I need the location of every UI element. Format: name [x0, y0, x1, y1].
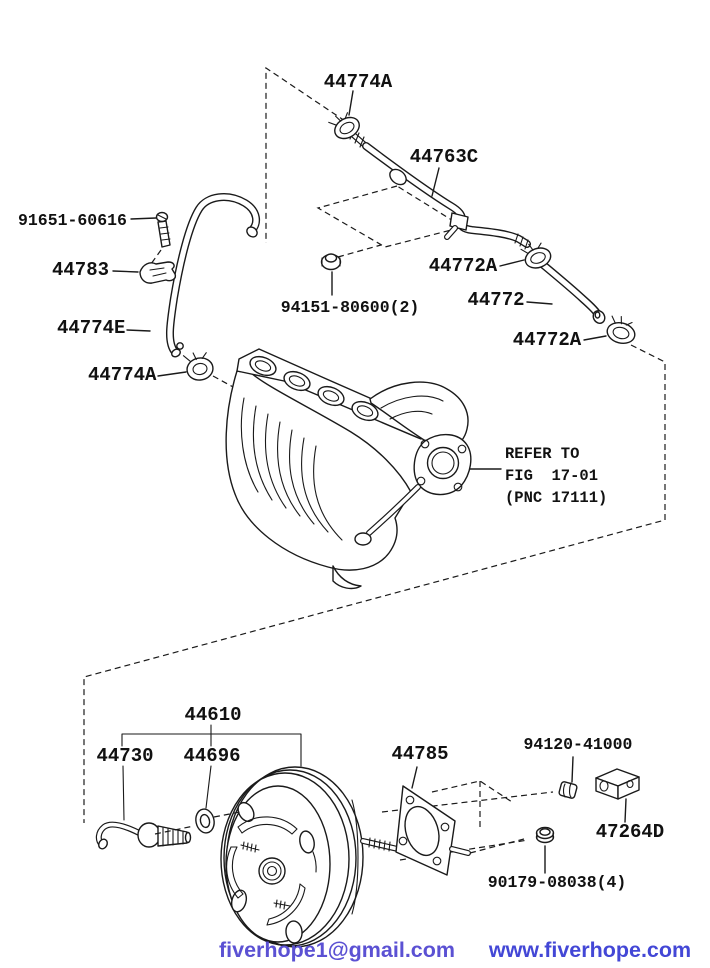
label-union-bolt: 91651-60616 — [18, 211, 127, 230]
pipe-clamp-44783-drawing — [112, 261, 177, 284]
label-manifold-clamp: 44774A — [88, 364, 157, 386]
booster-assembly-bracket — [121, 724, 302, 821]
leader-44774a-manifold — [157, 371, 187, 377]
label-hose-clamp-b: 44772A — [513, 329, 582, 351]
label-grommet: 44696 — [183, 745, 240, 767]
booster-face-holes — [230, 801, 315, 944]
booster-hub — [258, 857, 286, 885]
label-clamp-block: 47264D — [596, 821, 664, 843]
label-hose-e: 44774E — [57, 317, 125, 339]
label-clamp-upper: 44774A — [324, 71, 393, 93]
label-hose: 44772 — [467, 289, 524, 311]
refer-note-line3: (PNC 17111) — [505, 489, 607, 507]
booster-nut-drawing — [535, 826, 555, 874]
leader-44774a-top — [348, 90, 354, 116]
push-rod-tip — [449, 838, 525, 856]
clamp-44772a-lower — [606, 315, 636, 345]
clamp-block-drawing — [595, 768, 640, 823]
leader-44772a-upper — [499, 259, 525, 267]
check-valve-drawing — [95, 821, 192, 850]
union-bolt-drawing — [130, 211, 171, 248]
brake-booster-drawing — [220, 766, 364, 948]
refer-note-line1: REFER TO — [505, 445, 579, 463]
leader-44772a-lower — [583, 335, 607, 341]
footer-website-link[interactable]: www.fiverhope.com — [488, 938, 691, 962]
label-booster-assembly: 44610 — [184, 704, 241, 726]
label-check-valve: 44730 — [96, 745, 153, 767]
clamp-44774a-top — [328, 112, 360, 140]
refer-note-line2: FIG 17-01 — [505, 467, 598, 485]
gasket-drawing — [395, 766, 456, 876]
clamp-44774a-manifold — [182, 352, 214, 381]
label-union-nut: 94151-80600(2) — [281, 298, 420, 317]
union-nut-drawing — [320, 253, 342, 296]
label-pipe-clamp: 44783 — [52, 259, 109, 281]
label-hose-clamp-a: 44772A — [429, 255, 498, 277]
label-gasket: 44785 — [391, 743, 448, 765]
manifold-runner-ribs — [240, 397, 343, 541]
dashed-connector-lines — [83, 66, 666, 823]
hose-44772-drawing — [526, 259, 606, 324]
hose-44774e-drawing — [126, 193, 261, 358]
throttle-flange — [413, 434, 472, 496]
footer-email-link[interactable]: fiverhope1@gmail.com — [219, 938, 455, 962]
label-booster-nut: 90179-08038(4) — [488, 873, 627, 892]
booster-studs — [240, 841, 291, 910]
manifold-ports — [249, 355, 379, 422]
grommet-drawing — [154, 808, 241, 835]
intake-manifold-drawing — [225, 348, 502, 590]
label-pipe: 44763C — [410, 146, 478, 168]
label-spacer: 94120-41000 — [524, 735, 633, 754]
clamp-44772a-upper — [520, 242, 552, 269]
vacuum-pipe-44763c-drawing — [347, 128, 531, 250]
spacer-drawing — [558, 756, 578, 799]
